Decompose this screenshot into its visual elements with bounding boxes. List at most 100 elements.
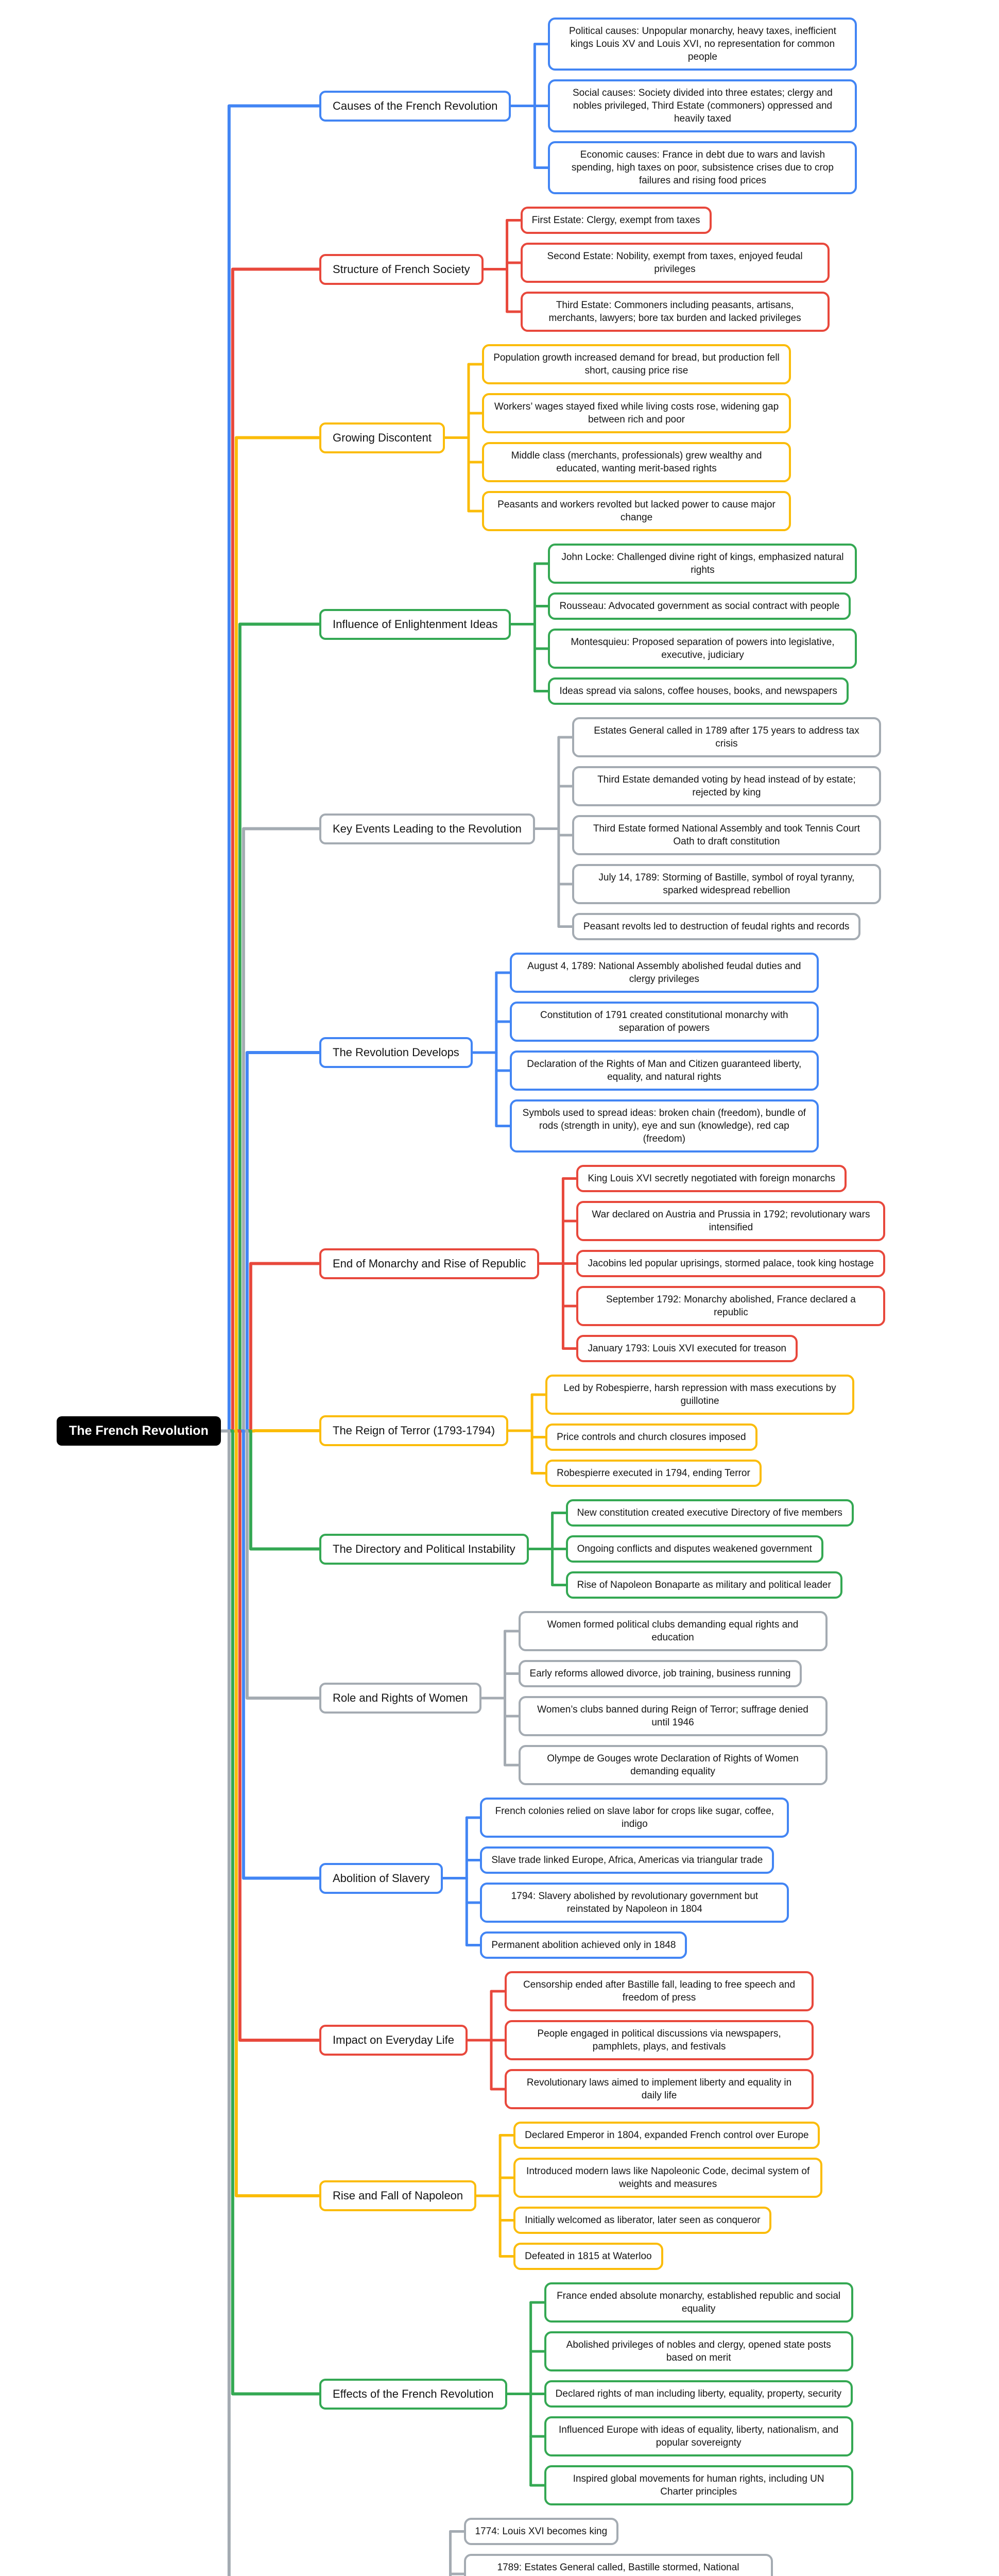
leaf-node: Middle class (merchants, professionals) … — [481, 442, 791, 482]
leaf-node: Estates General called in 1789 after 175… — [572, 717, 881, 757]
branch-key-events-leading-to-the-revolution: Key Events Leading to the Revolution Esta… — [319, 717, 999, 940]
leaf-node: Social causes: Society divided into thre… — [548, 79, 857, 132]
leaves-column: New constitution created executive Direc… — [565, 1499, 854, 1599]
branch-role-and-rights-of-women: Role and Rights of Women Women formed pol… — [319, 1611, 999, 1785]
leaves-column: August 4, 1789: National Assembly abolis… — [509, 953, 819, 1153]
leaf-node: Rousseau: Advocated government as social… — [548, 592, 851, 620]
branch-label: Influence of Enlightenment Ideas — [319, 608, 511, 640]
leaf-node: Permanent abolition achieved only in 184… — [480, 1931, 687, 1959]
leaves-column: John Locke: Challenged divine right of k… — [548, 544, 857, 705]
leaf-node: Symbols used to spread ideas: broken cha… — [509, 1099, 819, 1153]
leaf-node: Declared Emperor in 1804, expanded Frenc… — [513, 2122, 820, 2149]
leaf-node: Ideas spread via salons, coffee houses, … — [548, 677, 849, 705]
leaf-node: Early reforms allowed divorce, job train… — [518, 1660, 802, 1687]
leaves-column: Political causes: Unpopular monarchy, he… — [548, 18, 857, 194]
branch-impact-on-everyday-life: Impact on Everyday Life Censorship ended … — [319, 1971, 999, 2109]
leaves-column: Led by Robespierre, harsh repression wit… — [545, 1375, 855, 1487]
leaf-node: Peasant revolts led to destruction of fe… — [572, 913, 861, 940]
leaf-node: Olympe de Gouges wrote Declaration of Ri… — [518, 1745, 828, 1785]
branch-label: Causes of the French Revolution — [319, 90, 511, 122]
leaf-node: January 1793: Louis XVI executed for tre… — [576, 1335, 798, 1362]
leaf-node: Led by Robespierre, harsh repression wit… — [545, 1375, 855, 1415]
branch-label: Impact on Everyday Life — [319, 2025, 468, 2056]
leaf-node: 1774: Louis XVI becomes king — [463, 2518, 619, 2545]
leaf-node: Second Estate: Nobility, exempt from tax… — [520, 243, 830, 283]
leaf-node: French colonies relied on slave labor fo… — [480, 1798, 789, 1838]
leaf-node: July 14, 1789: Storming of Bastille, sym… — [572, 864, 881, 904]
branches-container: Causes of the French Revolution Political… — [0, 18, 999, 2576]
branch-label: Effects of the French Revolution — [319, 2378, 507, 2410]
leaf-node: People engaged in political discussions … — [505, 2020, 814, 2060]
leaf-node: Slave trade linked Europe, Africa, Ameri… — [480, 1846, 774, 1874]
branch-abolition-of-slavery: Abolition of Slavery French colonies reli… — [319, 1798, 999, 1959]
leaf-node: Initially welcomed as liberator, later s… — [513, 2207, 772, 2234]
leaf-node: Constitution of 1791 created constitutio… — [509, 1002, 819, 1042]
branch-causes-of-the-french-revolution: Causes of the French Revolution Political… — [319, 18, 999, 194]
leaf-node: Third Estate formed National Assembly an… — [572, 815, 881, 855]
leaf-node: King Louis XVI secretly negotiated with … — [576, 1165, 847, 1192]
leaf-node: Jacobins led popular uprisings, stormed … — [576, 1250, 885, 1277]
leaf-node: Peasants and workers revolted but lacked… — [481, 491, 791, 531]
branch-influence-of-enlightenment-ideas: Influence of Enlightenment Ideas John Loc… — [319, 544, 999, 705]
central-topic: The French Revolution — [57, 1416, 221, 1446]
leaf-node: Declaration of the Rights of Man and Cit… — [509, 1050, 819, 1091]
leaves-column: France ended absolute monarchy, establis… — [544, 2282, 853, 2505]
branch-important-dates: Important Dates1774: Louis XVI becomes k… — [319, 2518, 999, 2576]
leaf-node: Defeated in 1815 at Waterloo — [513, 2243, 663, 2270]
branch-label: Key Events Leading to the Revolution — [319, 813, 535, 844]
leaf-node: War declared on Austria and Prussia in 1… — [576, 1201, 886, 1241]
branch-effects-of-the-french-revolution: Effects of the French Revolution France e… — [319, 2282, 999, 2505]
leaf-node: Declared rights of man including liberty… — [544, 2380, 853, 2408]
leaf-node: New constitution created executive Direc… — [565, 1499, 854, 1527]
leaf-node: Women formed political clubs demanding e… — [518, 1611, 828, 1651]
leaves-column: Estates General called in 1789 after 175… — [572, 717, 881, 940]
branch-label: Abolition of Slavery — [319, 1862, 443, 1894]
branch-the-reign-of-terror-1793-1794: The Reign of Terror (1793-1794)Led by Ro… — [319, 1375, 999, 1487]
leaf-node: Revolutionary laws aimed to implement li… — [505, 2069, 814, 2109]
leaf-node: Introduced modern laws like Napoleonic C… — [513, 2158, 823, 2198]
leaf-node: 1794: Slavery abolished by revolutionary… — [480, 1883, 789, 1923]
leaf-node: First Estate: Clergy, exempt from taxes — [520, 207, 712, 234]
leaves-column: Women formed political clubs demanding e… — [518, 1611, 828, 1785]
leaf-node: Censorship ended after Bastille fall, le… — [505, 1971, 814, 2011]
branch-label: Role and Rights of Women — [319, 1683, 481, 1714]
leaf-node: Third Estate demanded voting by head ins… — [572, 766, 881, 806]
leaf-node: Third Estate: Commoners including peasan… — [520, 292, 830, 332]
leaf-node: Ongoing conflicts and disputes weakened … — [565, 1535, 823, 1563]
leaf-node: Political causes: Unpopular monarchy, he… — [548, 18, 857, 71]
leaves-column: Population growth increased demand for b… — [481, 344, 791, 531]
leaves-column: 1774: Louis XVI becomes king 1789: Estate… — [463, 2518, 773, 2576]
leaf-node: France ended absolute monarchy, establis… — [544, 2282, 853, 2323]
branch-label: End of Monarchy and Rise of Republic — [319, 1248, 540, 1279]
leaf-node: Influenced Europe with ideas of equality… — [544, 2416, 853, 2456]
leaf-node: August 4, 1789: National Assembly abolis… — [509, 953, 819, 993]
leaf-node: Women’s clubs banned during Reign of Ter… — [518, 1696, 828, 1736]
branch-label: Rise and Fall of Napoleon — [319, 2180, 477, 2211]
leaf-node: Robespierre executed in 1794, ending Ter… — [545, 1460, 762, 1487]
leaf-node: Price controls and church closures impos… — [545, 1423, 757, 1451]
leaf-node: Montesquieu: Proposed separation of powe… — [548, 629, 857, 669]
leaf-node: Economic causes: France in debt due to w… — [548, 141, 857, 194]
leaves-column: King Louis XVI secretly negotiated with … — [576, 1165, 886, 1362]
leaf-node: Workers’ wages stayed fixed while living… — [481, 393, 791, 433]
branch-label: Structure of French Society — [319, 253, 484, 285]
leaf-node: Inspired global movements for human righ… — [544, 2465, 853, 2505]
leaves-column: French colonies relied on slave labor fo… — [480, 1798, 789, 1959]
leaf-node: Population growth increased demand for b… — [481, 344, 791, 384]
leaf-node: 1789: Estates General called, Bastille s… — [463, 2554, 773, 2576]
branch-rise-and-fall-of-napoleon: Rise and Fall of Napoleon Declared Empero… — [319, 2122, 999, 2270]
leaves-column: Censorship ended after Bastille fall, le… — [505, 1971, 814, 2109]
branch-structure-of-french-society: Structure of French Society First Estate:… — [319, 207, 999, 332]
branch-end-of-monarchy-and-rise-of-republic: End of Monarchy and Rise of Republic King… — [319, 1165, 999, 1362]
branch-the-revolution-develops: The Revolution Develops August 4, 1789: N… — [319, 953, 999, 1153]
leaf-node: John Locke: Challenged divine right of k… — [548, 544, 857, 584]
branch-label: Growing Discontent — [319, 422, 445, 453]
branch-label: The Revolution Develops — [319, 1037, 473, 1068]
branch-growing-discontent: Growing Discontent Population growth incr… — [319, 344, 999, 531]
leaf-node: Abolished privileges of nobles and clerg… — [544, 2331, 853, 2371]
leaf-node: September 1792: Monarchy abolished, Fran… — [576, 1286, 886, 1326]
leaves-column: Declared Emperor in 1804, expanded Frenc… — [513, 2122, 823, 2270]
